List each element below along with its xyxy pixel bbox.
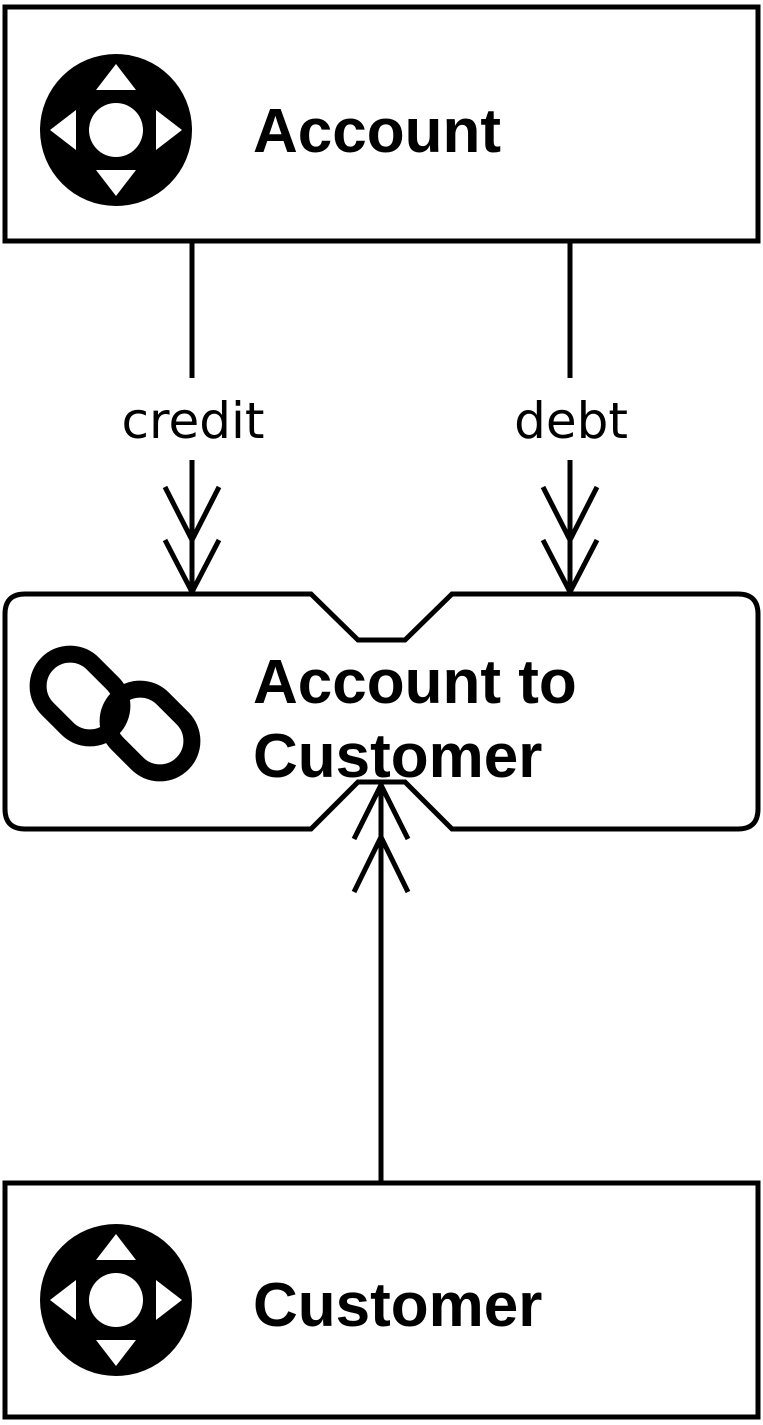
hub-icon	[40, 54, 192, 206]
customer-label: Customer	[253, 1271, 542, 1340]
account-to-customer-link[interactable]: Account to Customer	[2, 591, 761, 832]
credit-edge[interactable]: credit	[122, 243, 265, 598]
credit-label: credit	[122, 392, 265, 450]
hub-icon	[40, 1224, 192, 1376]
chain-link-icon	[29, 645, 201, 782]
debt-label: debt	[514, 392, 628, 450]
account-label: Account	[253, 97, 501, 166]
customer-link-edge[interactable]	[351, 779, 411, 1181]
customer-entity[interactable]: Customer	[2, 1180, 761, 1420]
link-label-line1: Account to	[253, 648, 577, 717]
link-label-line2: Customer	[253, 722, 542, 791]
debt-edge[interactable]: debt	[514, 243, 628, 598]
account-entity[interactable]: Account	[2, 4, 761, 244]
